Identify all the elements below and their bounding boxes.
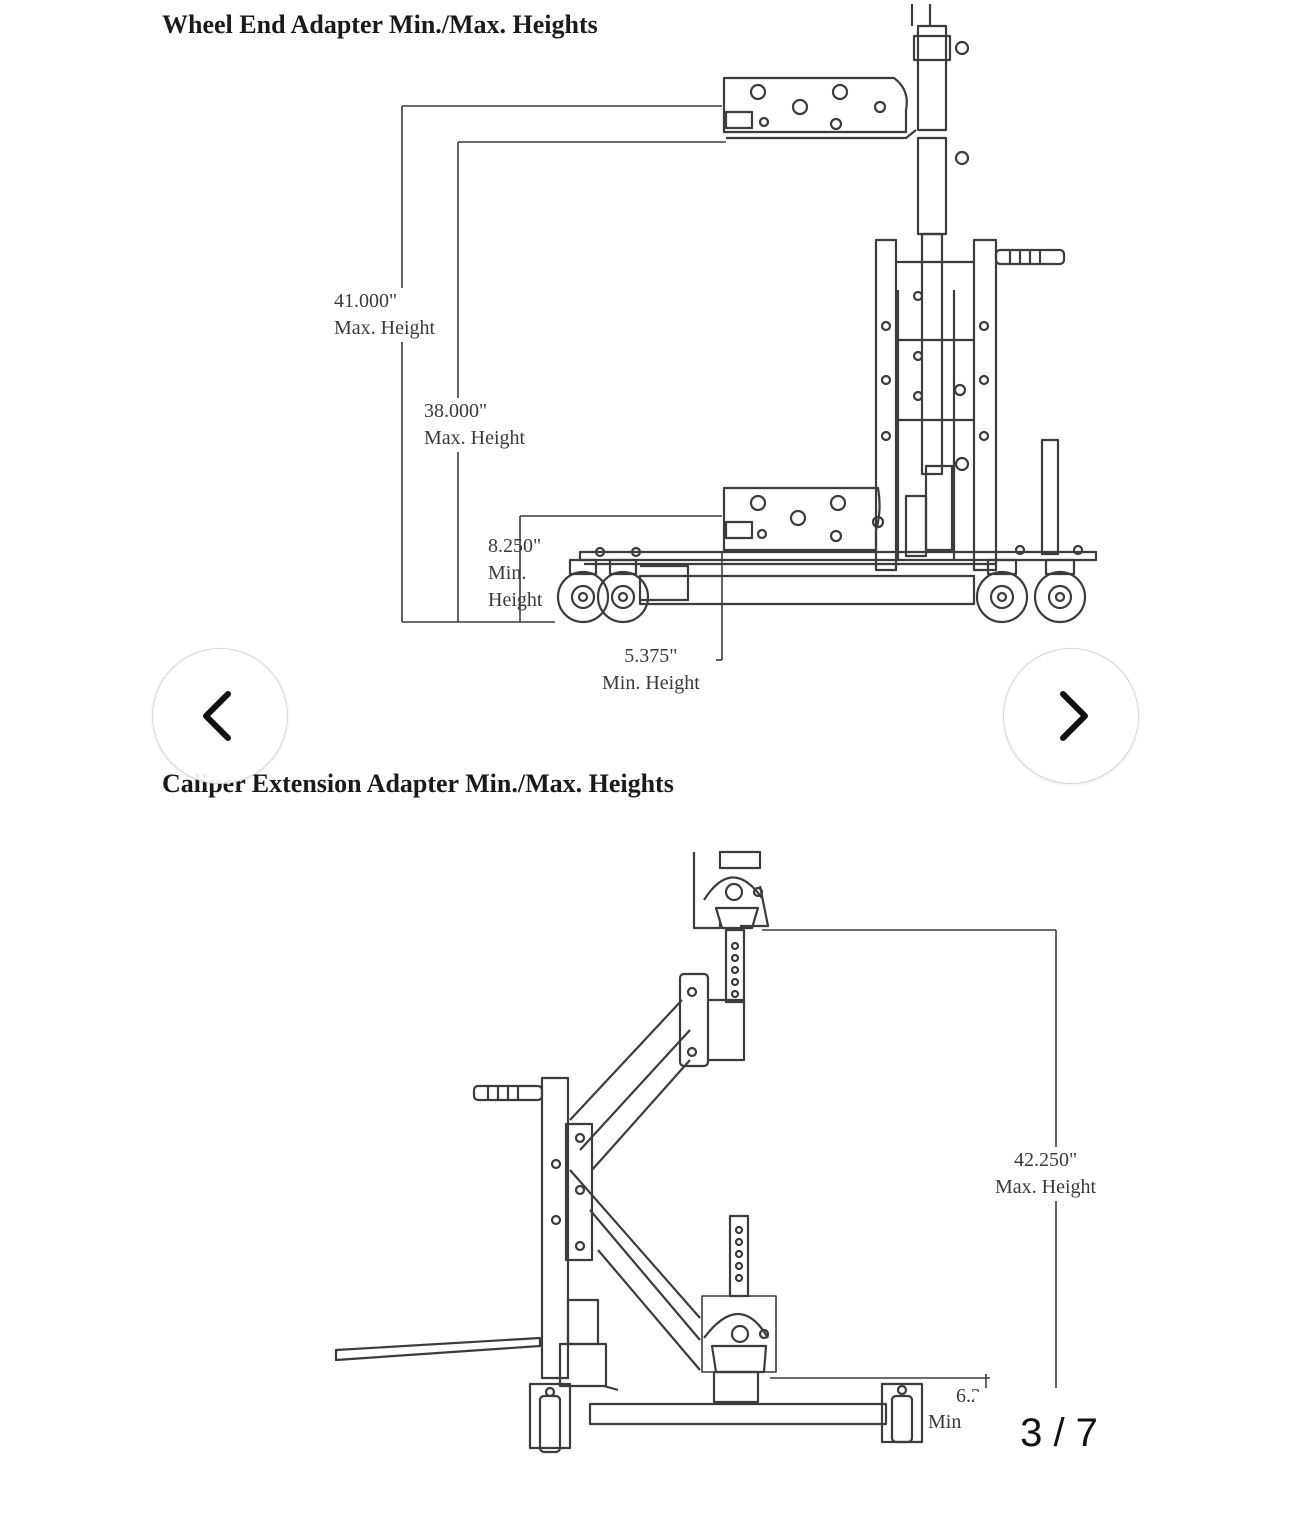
next-image-button[interactable]: [1003, 648, 1139, 784]
image-counter: 3 / 7: [974, 1388, 1144, 1478]
dim-value: 38.000": [424, 400, 488, 422]
dim-41-max-height: 41.000" Max. Height: [334, 288, 436, 342]
dim-label: Min. Height: [602, 672, 700, 694]
dim-label: Max. Height: [334, 317, 436, 339]
dim-label: Max. Height: [995, 1176, 1097, 1198]
wheel-end-cart-drawing: [401, 4, 1098, 661]
dim-label: Height: [488, 589, 543, 611]
caliper-extension-drawing: [334, 850, 1057, 1454]
dim-label: Max. Height: [424, 427, 526, 449]
dim-value: 41.000": [334, 290, 398, 312]
dim-value: 8.250": [488, 535, 542, 557]
dim-label: Min: [928, 1411, 962, 1433]
dim-62-min-height: 6.2 Min: [928, 1383, 981, 1435]
dim-5375-min-height: 5.375" Min. Height: [602, 643, 700, 697]
chevron-left-icon: [203, 691, 231, 741]
previous-image-button[interactable]: [152, 648, 288, 784]
dim-8250-min-height: 8.250" Min. Height: [488, 533, 542, 614]
dim-label: Min.: [488, 562, 527, 584]
dim-value: 42.250": [1013, 1149, 1078, 1171]
dim-42250-max-height: 42.250" Max. Height: [995, 1147, 1097, 1201]
dim-38-max-height: 38.000" Max. Height: [424, 398, 526, 452]
dim-value: 5.375": [624, 645, 678, 667]
wheel-end-title: Wheel End Adapter Min./Max. Heights: [162, 10, 598, 39]
chevron-right-icon: [1060, 691, 1088, 741]
